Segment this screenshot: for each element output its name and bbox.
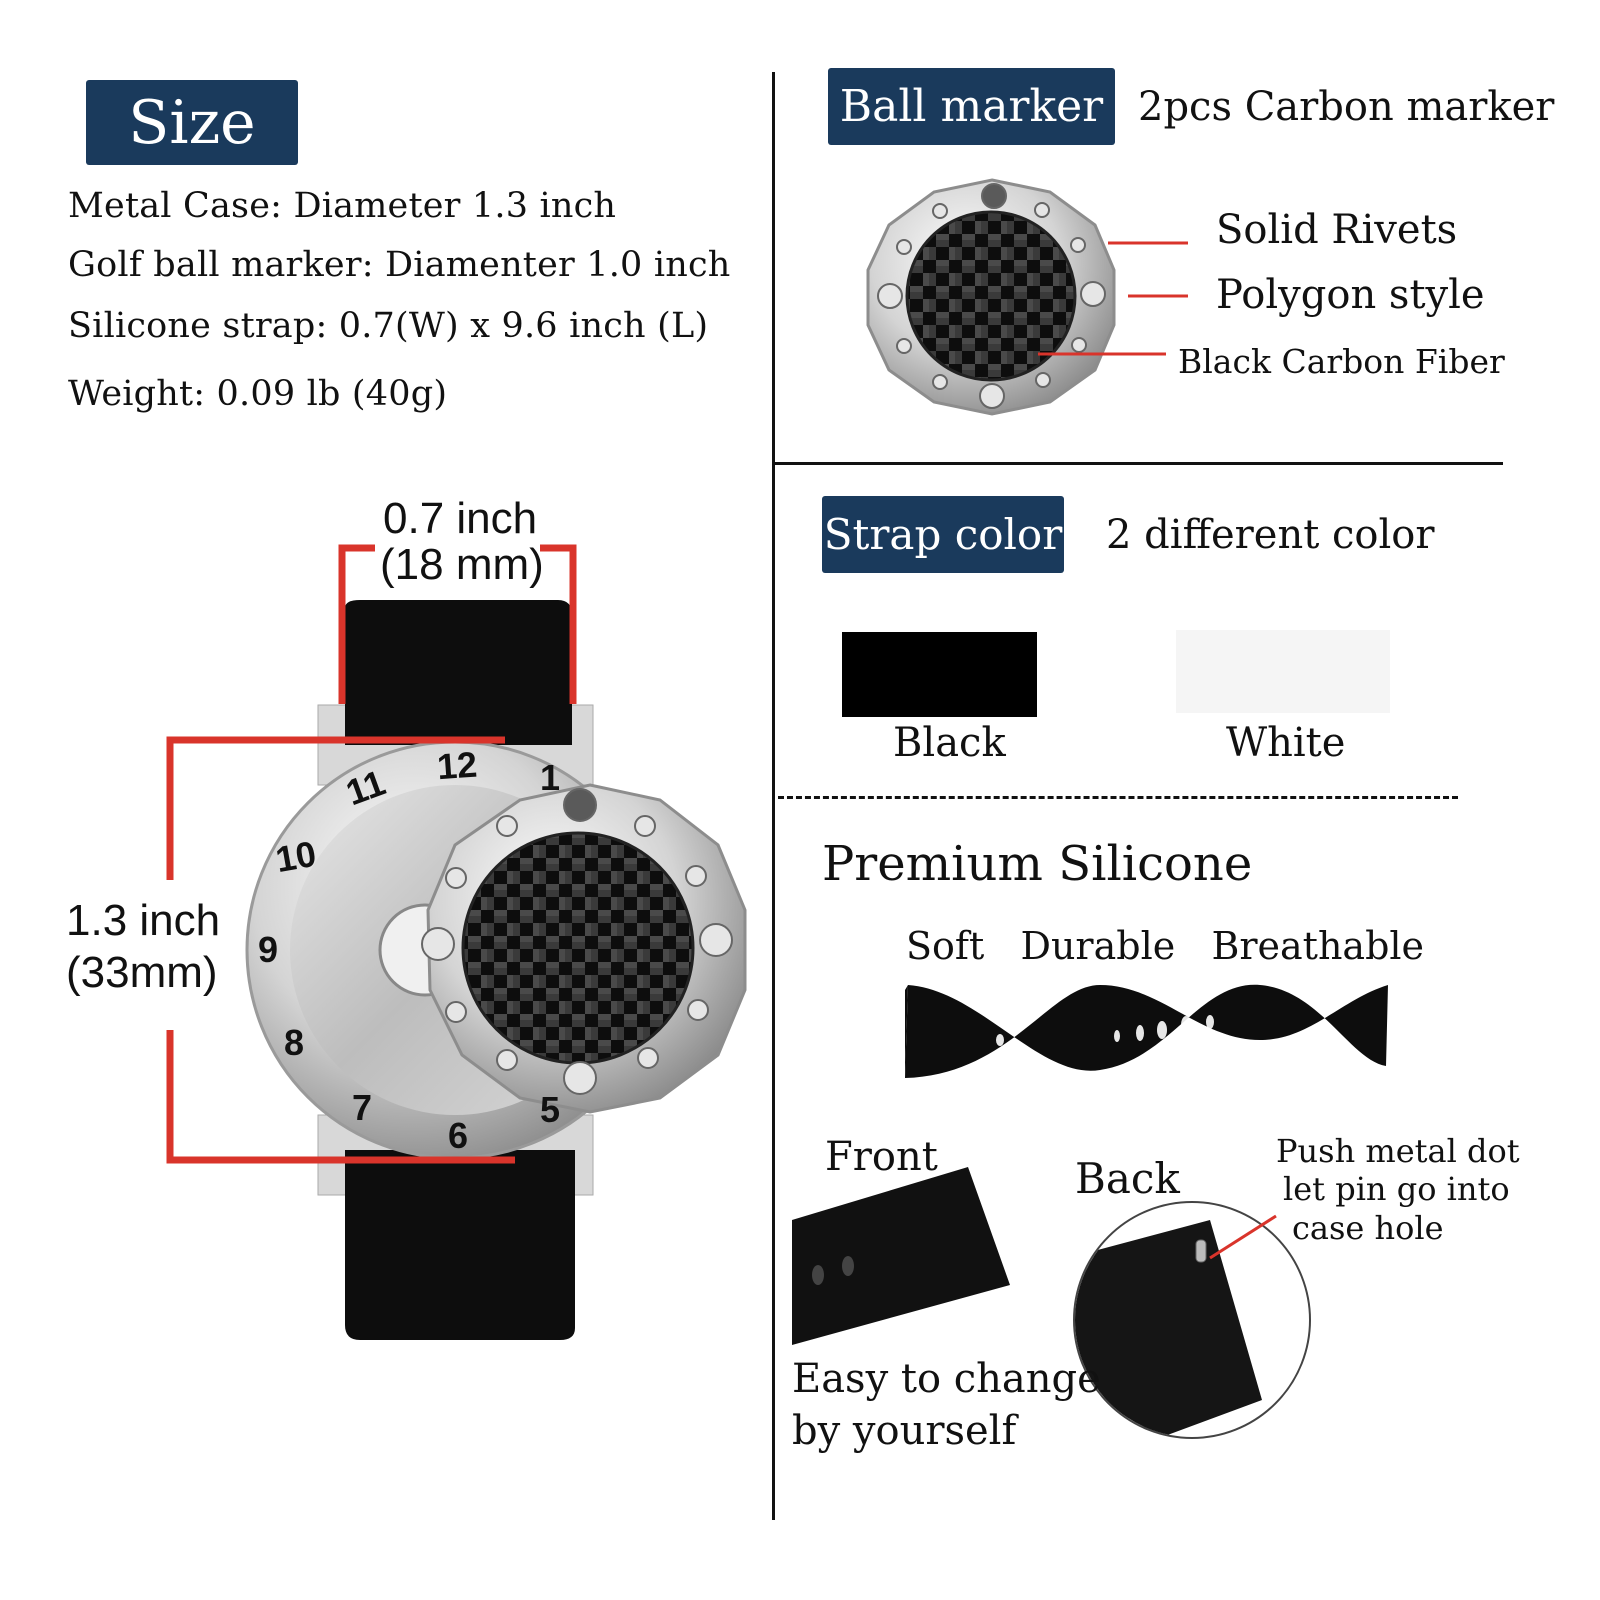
vertical-divider bbox=[772, 72, 775, 1520]
horizontal-divider bbox=[775, 462, 1503, 465]
watch-marker-carbon bbox=[463, 833, 693, 1063]
label-carbon-fiber: Black Carbon Fiber bbox=[1178, 342, 1505, 381]
width-dimension-line2: (18 mm) bbox=[380, 540, 544, 589]
ball-marker-badge-label: Ball marker bbox=[839, 81, 1104, 132]
easy-note-line1: Easy to change bbox=[792, 1356, 1101, 1402]
front-strap bbox=[792, 1167, 1010, 1345]
easy-note-line2: by yourself bbox=[792, 1408, 1017, 1454]
strap-color-title: 2 different color bbox=[1106, 512, 1435, 558]
height-dimension-line1: 1.3 inch bbox=[66, 896, 221, 945]
height-bracket-bottom bbox=[166, 1030, 515, 1164]
dial-number-6: 6 bbox=[448, 1115, 468, 1156]
swatch-black[interactable] bbox=[842, 632, 1037, 717]
dashed-divider bbox=[778, 796, 1458, 799]
size-badge-label: Size bbox=[128, 87, 256, 158]
label-polygon-style: Polygon style bbox=[1216, 272, 1485, 318]
dial-number-9: 9 bbox=[258, 929, 278, 970]
front-label: Front bbox=[825, 1134, 938, 1180]
dial-number-10: 10 bbox=[273, 833, 320, 880]
pointer-push-dot bbox=[1209, 1214, 1277, 1260]
push-note-line2: let pin go into bbox=[1283, 1170, 1510, 1208]
ball-marker-badge: Ball marker bbox=[828, 68, 1115, 145]
back-label: Back bbox=[1075, 1154, 1180, 1203]
dial-number-7: 7 bbox=[352, 1087, 372, 1128]
spec-ball-marker: Golf ball marker: Diamenter 1.0 inch bbox=[68, 245, 731, 285]
dial-number-8: 8 bbox=[284, 1022, 304, 1063]
width-bracket bbox=[338, 544, 577, 704]
strap-color-badge-label: Strap color bbox=[823, 510, 1063, 559]
spec-strap: Silicone strap: 0.7(W) x 9.6 inch (L) bbox=[68, 306, 709, 346]
height-bracket-top bbox=[166, 736, 505, 880]
silicone-features: Soft Durable Breathable bbox=[906, 924, 1425, 968]
width-dimension-line1: 0.7 inch bbox=[383, 494, 538, 543]
spec-weight: Weight: 0.09 lb (40g) bbox=[68, 374, 448, 414]
strap-bottom bbox=[345, 1150, 575, 1340]
dial-number-5: 5 bbox=[540, 1089, 560, 1130]
push-note-line3: case hole bbox=[1292, 1209, 1444, 1247]
dial-number-1: 1 bbox=[540, 757, 560, 798]
swatch-white-label: White bbox=[1226, 720, 1346, 766]
ball-marker-title: 2pcs Carbon marker bbox=[1138, 84, 1555, 130]
dial-number-12: 12 bbox=[436, 744, 479, 788]
marker-carbon bbox=[907, 212, 1075, 380]
swatch-white[interactable] bbox=[1176, 630, 1390, 713]
strap-color-badge: Strap color bbox=[822, 496, 1064, 573]
strap-top bbox=[345, 600, 572, 745]
push-note-line1: Push metal dot bbox=[1276, 1132, 1520, 1170]
height-dimension-line2: (33mm) bbox=[66, 948, 218, 997]
size-badge: Size bbox=[86, 80, 298, 165]
swatch-black-label: Black bbox=[893, 720, 1006, 766]
label-solid-rivets: Solid Rivets bbox=[1216, 207, 1458, 253]
spec-metal-case: Metal Case: Diameter 1.3 inch bbox=[68, 186, 617, 226]
silicone-title: Premium Silicone bbox=[822, 836, 1253, 892]
